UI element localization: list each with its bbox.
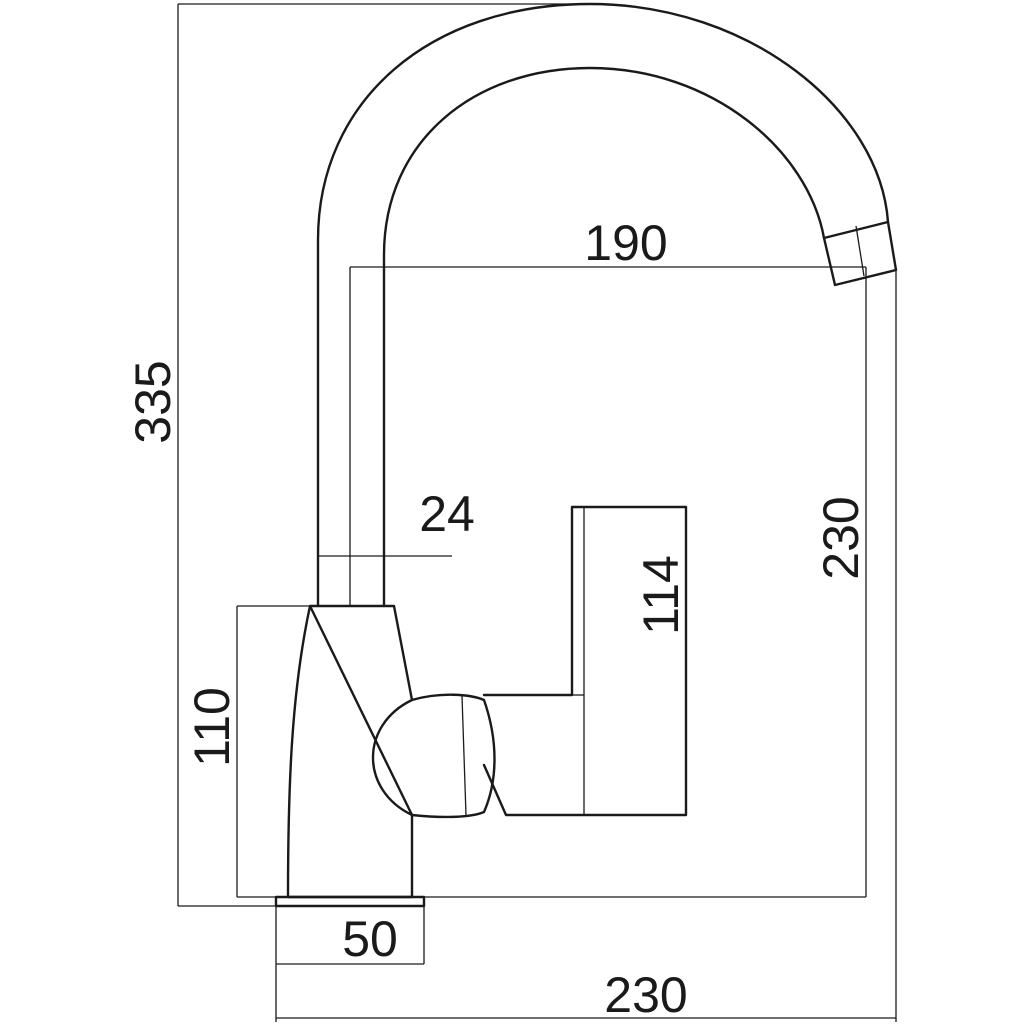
dim-label-base-width: 50 (342, 911, 398, 967)
dim-label-overall-width: 230 (604, 967, 687, 1023)
spout-nozzle-seam (855, 225, 865, 277)
dim-label-handle-height: 114 (633, 555, 689, 635)
dim-label-overall-height: 335 (125, 360, 181, 443)
cartridge-ring (461, 695, 467, 816)
spout-outer-curve (316, 2, 890, 608)
faucet-body (286, 604, 414, 899)
dim-label-pipe-diameter: 24 (419, 486, 475, 542)
faucet-outline (274, 2, 898, 908)
dim-label-body-height: 110 (184, 687, 240, 767)
lever-handle (482, 505, 688, 817)
dimension-lines (177, 3, 897, 1022)
cartridge-dome (371, 693, 496, 819)
spout-inner-curve (382, 66, 826, 608)
base-plate (274, 895, 426, 908)
dim-label-spout-height: 230 (813, 496, 869, 579)
dim-label-spout-reach: 190 (584, 215, 667, 271)
